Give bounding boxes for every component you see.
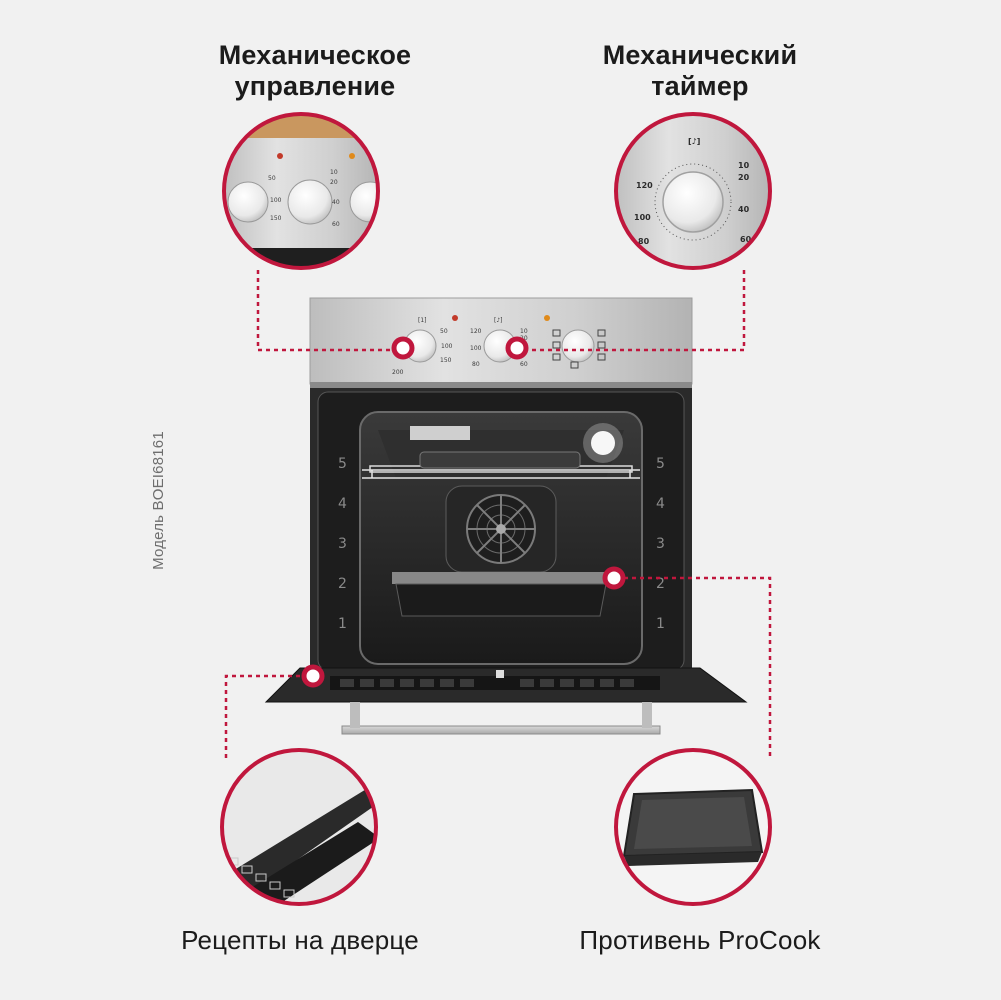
baking-tray-in-oven bbox=[392, 572, 610, 584]
caption-mechanical-timer: Механический таймер bbox=[560, 40, 840, 102]
knob-mode bbox=[561, 329, 595, 363]
shelf-number-left: 4 bbox=[338, 496, 347, 512]
shelf-number-right: 4 bbox=[656, 496, 665, 512]
timer-scale-label: 10 bbox=[738, 161, 750, 170]
indicator-light-orange bbox=[544, 315, 550, 321]
svg-text:[♪]: [♪] bbox=[688, 137, 700, 146]
connector-tray bbox=[616, 576, 772, 760]
svg-text:100: 100 bbox=[470, 345, 482, 352]
shelf-number-left: 1 bbox=[338, 616, 347, 632]
svg-text:[♪]: [♪] bbox=[494, 317, 503, 324]
zoom-mechanical-timer: [♪] 120 100 80 10 20 40 60 bbox=[614, 112, 772, 270]
zoom-procook-tray bbox=[614, 748, 772, 906]
connector-timer bbox=[518, 270, 746, 352]
svg-text:150: 150 bbox=[270, 215, 282, 222]
timer-scale-label: 100 bbox=[634, 213, 651, 222]
svg-text:20: 20 bbox=[520, 335, 528, 342]
svg-text:[1]: [1] bbox=[418, 317, 427, 324]
svg-text:10: 10 bbox=[520, 328, 528, 335]
shelf-number-right: 1 bbox=[656, 616, 665, 632]
caption-line: Механическое bbox=[218, 40, 412, 70]
timer-scale-label: 80 bbox=[638, 237, 650, 246]
shelf-number-right: 2 bbox=[656, 576, 665, 592]
svg-text:100: 100 bbox=[270, 197, 282, 204]
caption-procook-tray: Противень ProCook bbox=[579, 925, 821, 955]
svg-text:60: 60 bbox=[520, 361, 528, 368]
indicator-light-red bbox=[452, 315, 458, 321]
caption-door-recipes: Рецепты на дверце bbox=[181, 925, 419, 955]
svg-text:200: 200 bbox=[392, 369, 404, 376]
svg-text:50: 50 bbox=[440, 328, 448, 335]
svg-text:150: 150 bbox=[440, 357, 452, 364]
svg-text:100: 100 bbox=[441, 343, 453, 350]
timer-scale-label: 40 bbox=[738, 205, 750, 214]
shelf-number-left: 5 bbox=[338, 456, 347, 472]
zoom-mechanical-controls: 50 100 150 10 20 40 60 bbox=[222, 112, 380, 270]
timer-scale-label: 60 bbox=[740, 235, 752, 244]
caption-mechanical-control: Механическое управление bbox=[170, 40, 460, 102]
svg-text:10: 10 bbox=[330, 169, 338, 176]
svg-text:120: 120 bbox=[470, 328, 482, 335]
connector-controls bbox=[256, 270, 400, 352]
svg-text:20: 20 bbox=[330, 179, 338, 186]
svg-text:60: 60 bbox=[332, 221, 340, 228]
caption-line: Механический bbox=[602, 40, 798, 70]
zoom-door-recipes bbox=[220, 748, 378, 906]
shelf-number-right: 3 bbox=[656, 536, 665, 552]
door-handle bbox=[341, 725, 661, 735]
oven-lamp-icon bbox=[591, 431, 615, 455]
shelf-number-right: 5 bbox=[656, 456, 665, 472]
timer-scale-label: 20 bbox=[738, 173, 750, 182]
svg-text:40: 40 bbox=[332, 199, 340, 206]
callout-marker bbox=[301, 336, 626, 688]
svg-text:80: 80 bbox=[472, 361, 480, 368]
shelf-number-left: 3 bbox=[338, 536, 347, 552]
svg-text:50: 50 bbox=[268, 175, 276, 182]
shelf-number-left: 2 bbox=[338, 576, 347, 592]
caption-line: управление bbox=[234, 71, 396, 102]
caption-line: таймер bbox=[651, 71, 749, 102]
connector-recipes bbox=[224, 674, 300, 760]
timer-scale-label: 120 bbox=[636, 181, 653, 190]
